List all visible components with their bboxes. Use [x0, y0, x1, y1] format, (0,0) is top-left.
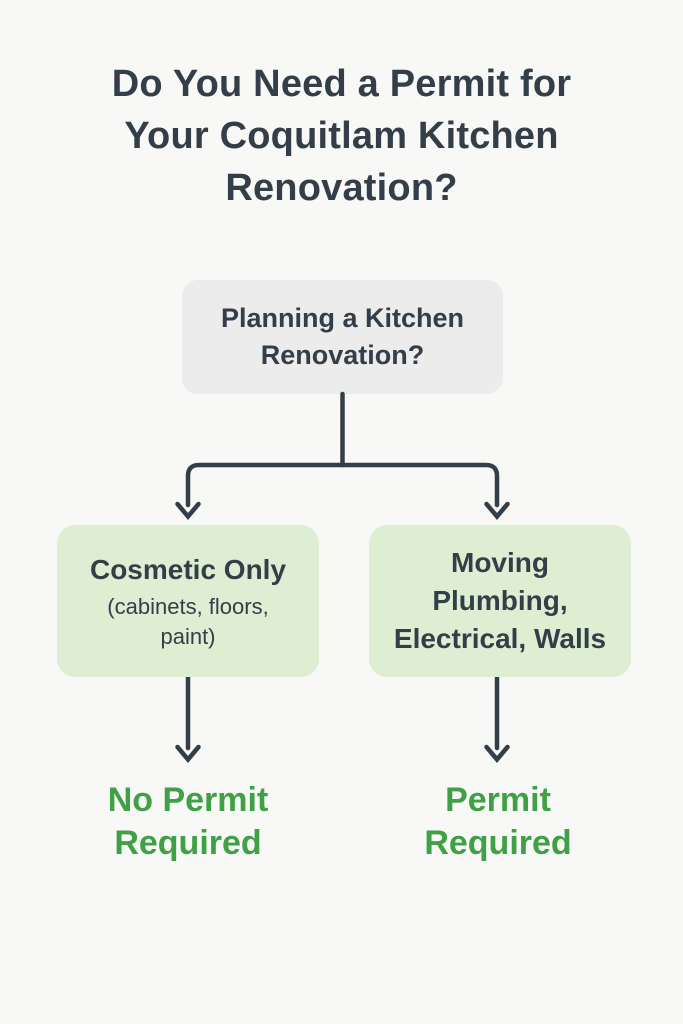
arrow-left-outcome	[175, 674, 201, 763]
branch-box-title: Cosmetic Only	[89, 553, 287, 585]
flow-node-moving-systems: Moving Plumbing, Electrical, Walls	[369, 525, 631, 677]
branch-box-title: Moving Plumbing, Electrical, Walls	[393, 547, 607, 654]
branch-box-subtitle: (cabinets, floors, paint)	[107, 593, 269, 649]
flow-node-root: Planning a Kitchen Renovation?	[182, 280, 503, 394]
arrowhead-down-right-icon	[484, 501, 510, 520]
arrow-right-outcome	[484, 674, 510, 763]
connector-branch-left	[185, 462, 345, 508]
outcome-permit-required: Permit Required	[424, 781, 572, 862]
outcome-no-permit-required: No Permit Required	[107, 781, 269, 862]
arrowhead-down-left-icon	[175, 501, 201, 520]
root-node-label: Planning a Kitchen Renovation?	[220, 303, 465, 370]
flow-node-cosmetic-only: Cosmetic Only (cabinets, floors, paint)	[57, 525, 319, 677]
connector-branch-right	[340, 462, 500, 508]
page-title: Do You Need a Permit for Your Coquitlam …	[111, 63, 572, 209]
